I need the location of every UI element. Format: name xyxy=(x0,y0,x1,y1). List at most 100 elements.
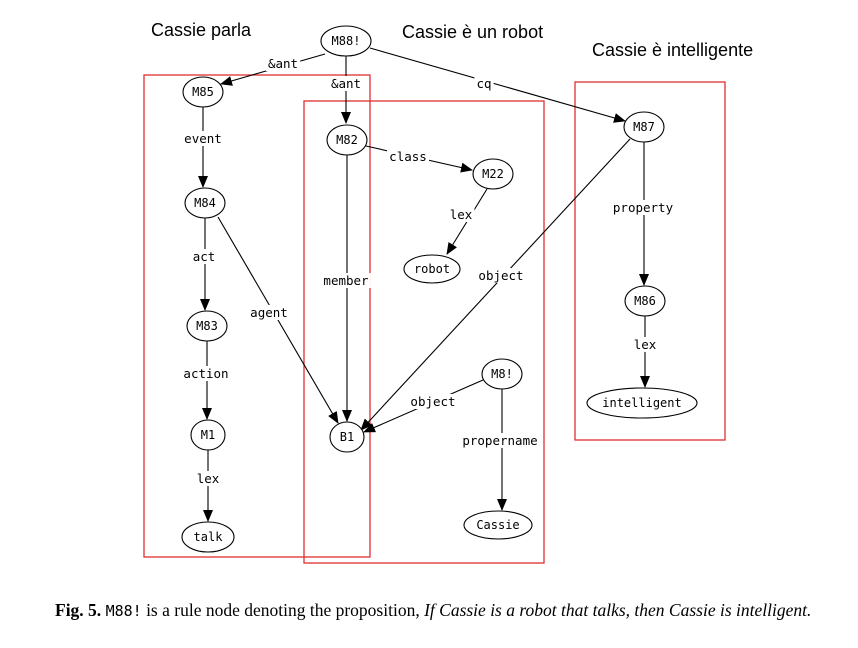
node-ellipse xyxy=(184,187,226,219)
figure-caption: Fig. 5. M88! is a rule node denoting the… xyxy=(55,598,855,623)
edge-label-bg xyxy=(182,131,224,146)
node-ellipse xyxy=(320,25,372,57)
node-label: talk xyxy=(194,530,224,544)
node-ellipse xyxy=(403,254,461,284)
node-m8: M8! xyxy=(481,358,523,390)
edge-label: property xyxy=(613,200,674,215)
edge-label: lex xyxy=(197,471,220,486)
node-ellipse xyxy=(463,510,533,540)
node-ellipse xyxy=(624,285,666,317)
node-m83: M83 xyxy=(186,310,228,342)
edge-label: object xyxy=(410,394,455,409)
node-intelligent: intelligent xyxy=(586,387,698,419)
edge-label-bg xyxy=(408,394,458,409)
edge-m88-to-m87: cq xyxy=(369,47,626,123)
edge-label-bg xyxy=(387,149,429,164)
group-title-intelligente: Cassie è intelligente xyxy=(592,40,754,60)
edge-label-bg xyxy=(447,207,475,222)
node-cassie: Cassie xyxy=(463,510,533,540)
node-label: B1 xyxy=(340,430,354,444)
node-ellipse xyxy=(326,124,368,156)
edge-label: agent xyxy=(250,305,288,320)
node-label: M88! xyxy=(332,34,361,48)
edge-label: propername xyxy=(462,433,537,448)
group-title-parla: Cassie parla xyxy=(151,20,252,40)
edge-label-bg xyxy=(460,433,540,448)
edge-label-bg xyxy=(190,249,218,264)
edge-m8-to-b1: object xyxy=(363,379,484,433)
caption-emph: If Cassie is a robot that talks, then Ca… xyxy=(424,600,812,620)
edge-label: member xyxy=(323,273,369,288)
edge-label-bg xyxy=(181,366,231,381)
edge-label-bg xyxy=(248,305,290,320)
edge-label: object xyxy=(478,268,523,283)
caption-fig-label: Fig. 5. xyxy=(55,600,102,620)
edge-label: event xyxy=(184,131,222,146)
edge-label: action xyxy=(183,366,228,381)
node-m86: M86 xyxy=(624,285,666,317)
edge-m88-to-m85: &ant xyxy=(220,53,326,86)
edge-label-bg xyxy=(328,76,364,91)
node-talk: talk xyxy=(181,521,235,553)
edge-m88-to-m82: &ant xyxy=(328,56,364,124)
edge-line xyxy=(369,47,626,123)
caption-text: is a rule node denoting the proposition, xyxy=(141,600,425,620)
node-m1: M1 xyxy=(190,419,226,451)
edge-m87-to-b1: object xyxy=(360,138,631,431)
edge-label: &ant xyxy=(331,76,361,91)
edge-m22-to-robot: lex xyxy=(446,188,488,255)
edge-m85-to-m84: event xyxy=(182,107,224,188)
group-box-parla xyxy=(143,74,371,558)
edge-m87-to-m86: property xyxy=(610,142,676,286)
node-label: M8! xyxy=(491,367,513,381)
node-label: M85 xyxy=(192,85,214,99)
group-box-robot xyxy=(303,100,545,564)
node-robot: robot xyxy=(403,254,461,284)
edge-line xyxy=(360,138,631,431)
edge-label: lex xyxy=(634,337,657,352)
node-m82: M82 xyxy=(326,124,368,156)
edge-label-bg xyxy=(631,337,659,352)
edge-label: act xyxy=(193,249,216,264)
node-b1: B1 xyxy=(329,421,365,453)
edge-label-bg xyxy=(321,273,371,288)
edge-label-bg xyxy=(194,471,222,486)
edge-label-bg xyxy=(476,268,526,283)
node-label: robot xyxy=(414,262,450,276)
node-ellipse xyxy=(481,358,523,390)
node-m85: M85 xyxy=(182,76,224,108)
node-ellipse xyxy=(186,310,228,342)
node-ellipse xyxy=(181,521,235,553)
node-label: Cassie xyxy=(476,518,519,532)
edge-m8-to-cassie: propername xyxy=(460,389,540,511)
edge-label: &ant xyxy=(268,56,298,71)
node-label: M82 xyxy=(336,133,358,147)
node-ellipse xyxy=(472,158,514,190)
edge-label: cq xyxy=(476,76,491,91)
semantic-network-diagram: &ant&ant cq event act agent action lex class mem… xyxy=(143,25,726,564)
edge-m1-to-talk: lex xyxy=(194,450,222,522)
node-label: intelligent xyxy=(602,396,681,410)
node-ellipse xyxy=(190,419,226,451)
edge-m82-to-b1: member xyxy=(321,155,371,422)
node-m84: M84 xyxy=(184,187,226,219)
node-ellipse xyxy=(623,111,665,143)
node-label: M84 xyxy=(194,196,216,210)
caption-code: M88! xyxy=(105,602,142,620)
edge-label-bg xyxy=(610,200,676,215)
edge-m84-to-b1: agent xyxy=(217,216,339,424)
node-label: M83 xyxy=(196,319,218,333)
node-label: M22 xyxy=(482,167,504,181)
node-label: M86 xyxy=(634,294,656,308)
node-label: M87 xyxy=(633,120,655,134)
edge-m82-to-m22: class xyxy=(365,145,473,173)
edge-label-bg xyxy=(265,56,301,71)
edge-label: class xyxy=(389,149,427,164)
group-box-intelligente xyxy=(574,81,726,441)
node-ellipse xyxy=(182,76,224,108)
node-m88: M88! xyxy=(320,25,372,57)
node-m87: M87 xyxy=(623,111,665,143)
edge-label-bg xyxy=(474,76,494,91)
node-ellipse xyxy=(586,387,698,419)
group-title-robot: Cassie è un robot xyxy=(402,22,544,42)
